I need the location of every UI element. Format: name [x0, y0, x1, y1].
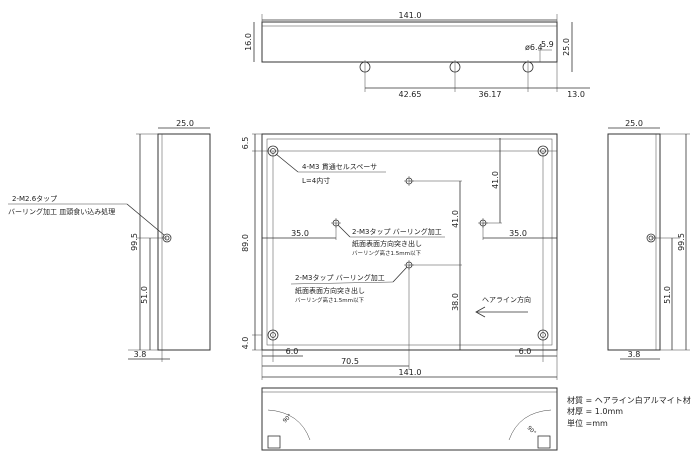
dim-top-height: 16.0 — [244, 33, 253, 51]
dim-89-0: 89.0 — [241, 234, 250, 252]
front-view-outline — [261, 133, 558, 351]
dim-41-0-right: 41.0 — [491, 171, 500, 189]
dim-left-51-0: 51.0 — [140, 286, 149, 304]
dim-left-3-8: 3.8 — [134, 350, 147, 359]
dim-right-depth: 25.0 — [625, 119, 643, 128]
top-view-outline — [261, 21, 558, 63]
note-m26-line1: 2-M2.6タップ — [12, 194, 57, 203]
angle-right-label: 90° — [526, 425, 537, 436]
left-side-view: 25.0 99.5 51.0 3.8 2-M2.6タップ バーリング加工 皿頭食… — [8, 119, 211, 362]
dim-36-17: 36.17 — [479, 90, 502, 99]
dim-left-depth: 25.0 — [176, 119, 194, 128]
dim-35-0-right: 35.0 — [509, 229, 527, 238]
material-unit: 単位 =mm — [567, 418, 608, 428]
dim-42-65: 42.65 — [399, 90, 422, 99]
dim-right-3-8: 3.8 — [628, 350, 641, 359]
hairline-direction-label: ヘアライン方向 — [482, 295, 531, 304]
dim-left-99-5: 99.5 — [130, 233, 139, 251]
note-spacer-line1: 4-M3 貫通セルスペーサ — [302, 162, 377, 171]
note-tap2-line1: 2-M3タップ バーリング加工 — [295, 273, 385, 282]
front-view: 6.5 89.0 4.0 6.0 6.0 70.5 141.0 35.0 35.… — [241, 133, 558, 380]
dim-70-5: 70.5 — [341, 357, 359, 366]
dim-top-width: 141.0 — [399, 11, 422, 20]
dim-41-0-center: 41.0 — [451, 210, 460, 228]
note-tap2-line3: バーリング高さ1.5mm以下 — [295, 296, 364, 304]
hole-marks — [359, 60, 534, 92]
note-m26-line2: バーリング加工 皿頭食い込み処理 — [8, 207, 115, 216]
dim-13-0: 13.0 — [567, 90, 585, 99]
dim-6-0-right: 6.0 — [519, 347, 532, 356]
material-spec: 材質 = ヘアライン白アルマイト材 — [567, 395, 691, 405]
top-view: 141.0 16.0 25.0 42.65 36.17 13.0 ø6.4 5.… — [244, 11, 590, 99]
bottom-view: 90° 90° — [261, 387, 558, 451]
dim-hole-dia: ø6.4 — [525, 43, 543, 52]
note-tap1-line3: バーリング高さ1.5mm以下 — [352, 249, 421, 257]
dim-5-9: 5.9 — [541, 40, 554, 49]
bottom-view-outline — [261, 387, 558, 451]
note-tap1-line2: 紙面表面方向突き出し — [352, 239, 422, 248]
dim-38-0: 38.0 — [451, 293, 460, 311]
hairline-direction-arrow-icon — [475, 306, 528, 318]
dim-right-51-0: 51.0 — [663, 286, 672, 304]
note-tap2-line2: 紙面表面方向突き出し — [295, 286, 365, 295]
dim-top-depth: 25.0 — [562, 38, 571, 56]
dim-6-0-left: 6.0 — [286, 347, 299, 356]
material-thickness: 材厚 = 1.0mm — [567, 406, 623, 416]
angle-left-label: 90° — [282, 413, 293, 424]
note-spacer-line2: L=4内寸 — [302, 176, 330, 185]
dim-141-0: 141.0 — [399, 368, 422, 377]
material-notes: 材質 = ヘアライン白アルマイト材 材厚 = 1.0mm 単位 =mm — [567, 395, 691, 428]
right-side-view: 25.0 99.5 51.0 3.8 — [607, 119, 690, 360]
dim-6-5: 6.5 — [241, 137, 250, 150]
dim-35-0-left: 35.0 — [291, 229, 309, 238]
note-tap1-line1: 2-M3タップ バーリング加工 — [352, 227, 442, 236]
dim-right-99-5: 99.5 — [677, 233, 686, 251]
dim-4-0: 4.0 — [241, 337, 250, 350]
